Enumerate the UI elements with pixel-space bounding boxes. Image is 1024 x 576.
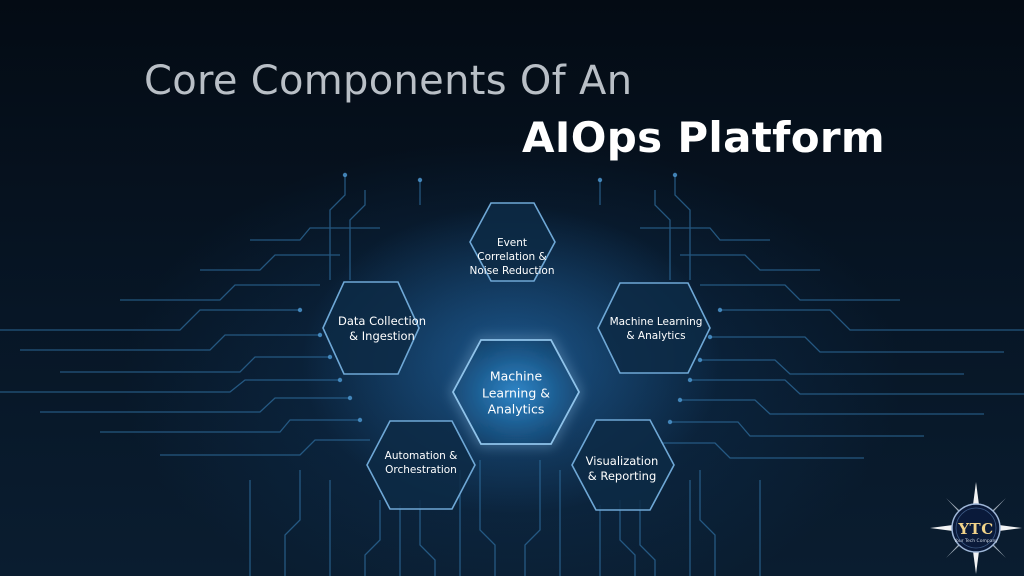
title-line-2: AIOps Platform: [522, 113, 885, 162]
hexagon-label-visualization: Visualization & Reporting: [585, 453, 659, 483]
hexagon-machine-learning-center: [451, 339, 581, 445]
hexagon-data-collection: [322, 281, 420, 375]
compass-star-icon: [930, 482, 1022, 574]
hexagon-label-data-collection: Data Collection & Ingestion: [338, 313, 426, 343]
hexagon-label-machine-learning-right: Machine Learning & Analytics: [609, 316, 703, 342]
hexagon-label-automation: Automation & Orchestration: [384, 450, 458, 476]
hexagon-label-event-correlation: Event Correlation & Noise Reduction: [469, 237, 555, 277]
hexagon-visualization: [571, 419, 675, 511]
hexagon-automation: [366, 420, 476, 510]
logo-subtext: Your Tech Company: [954, 539, 998, 544]
ytc-logo: YTC Your Tech Company: [928, 480, 1024, 576]
hexagon-label-machine-learning-center: Machine Learning & Analytics: [482, 368, 550, 417]
hexagon-machine-learning-right: [597, 282, 711, 374]
hexagon-event-correlation: [469, 202, 556, 282]
title-line-1: Core Components Of An: [144, 58, 633, 104]
logo-text: YTC: [958, 520, 994, 538]
